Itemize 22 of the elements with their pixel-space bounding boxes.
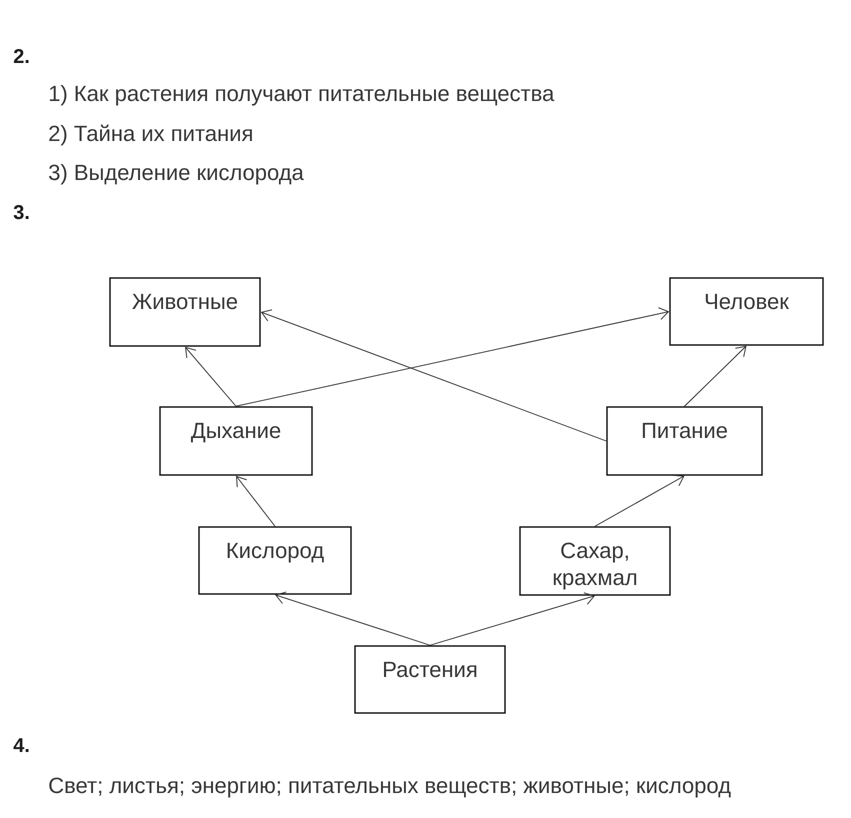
arrow (430, 592, 595, 646)
answer-text: 1) Как растения получают питательные вещества (50, 85, 554, 106)
arrow (260, 309, 607, 442)
arrow (236, 307, 670, 407)
text-box: Человек (669, 277, 824, 346)
arrow (275, 592, 430, 646)
arrow (684, 346, 746, 407)
text-box: Питание (606, 406, 763, 476)
answer-text: Свет; листья; энергию; питательных веществ; животные; кислород (49, 778, 731, 798)
task-number: 4. (14, 738, 28, 752)
text-box: Кислород (198, 526, 352, 595)
text-box: Животные (109, 277, 261, 347)
text-box: Растения (354, 645, 506, 714)
text-box: Сахар, крахмал (519, 526, 671, 596)
arrow (236, 476, 276, 527)
task-number: 3. (14, 205, 28, 220)
text-box: Дыхание (159, 406, 313, 476)
arrow (594, 474, 684, 527)
arrow (185, 346, 236, 407)
task-number: 2. (14, 49, 28, 63)
answer-text: 3) Выделение кислорода (49, 164, 304, 185)
answer-text: 2) Тайна их питания (49, 124, 252, 146)
